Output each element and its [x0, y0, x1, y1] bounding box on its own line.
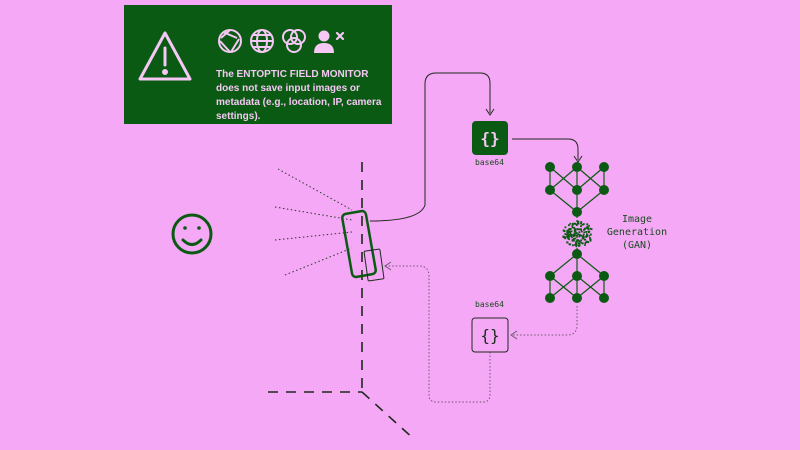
user-remove-icon: [314, 30, 345, 53]
svg-text:{}: {}: [480, 326, 499, 345]
base64-encode-block: {}: [472, 121, 508, 155]
gan-nodes: [545, 162, 609, 303]
gan-label-line1: Image: [621, 214, 653, 225]
base64-top-label: base64: [475, 158, 504, 167]
smiley-face-icon: [171, 213, 213, 255]
base64-decode-block: {}: [471, 317, 509, 353]
upload-path: [369, 72, 583, 222]
gan-label-line2: Generation: [606, 227, 668, 238]
rgb-circles-icon: [282, 29, 306, 53]
privacy-notice: The ENTOPTIC FIELD MONITOR does not save…: [124, 5, 392, 124]
latent-noise-icon: [562, 220, 593, 248]
svg-text:{}: {}: [480, 129, 499, 148]
gan-label: Image Generation (GAN): [596, 213, 678, 252]
globe-icon: [250, 29, 274, 53]
gan-label-line3: (GAN): [621, 240, 653, 251]
return-path: [384, 261, 578, 403]
camera-rays: [274, 168, 353, 276]
phone-icon: [341, 209, 385, 282]
notice-icons: [138, 29, 345, 81]
notice-text: The ENTOPTIC FIELD MONITOR does not save…: [216, 69, 382, 122]
warning-icon: [138, 31, 192, 81]
base64-bottom-label: base64: [475, 300, 504, 309]
aperture-icon: [218, 29, 242, 53]
